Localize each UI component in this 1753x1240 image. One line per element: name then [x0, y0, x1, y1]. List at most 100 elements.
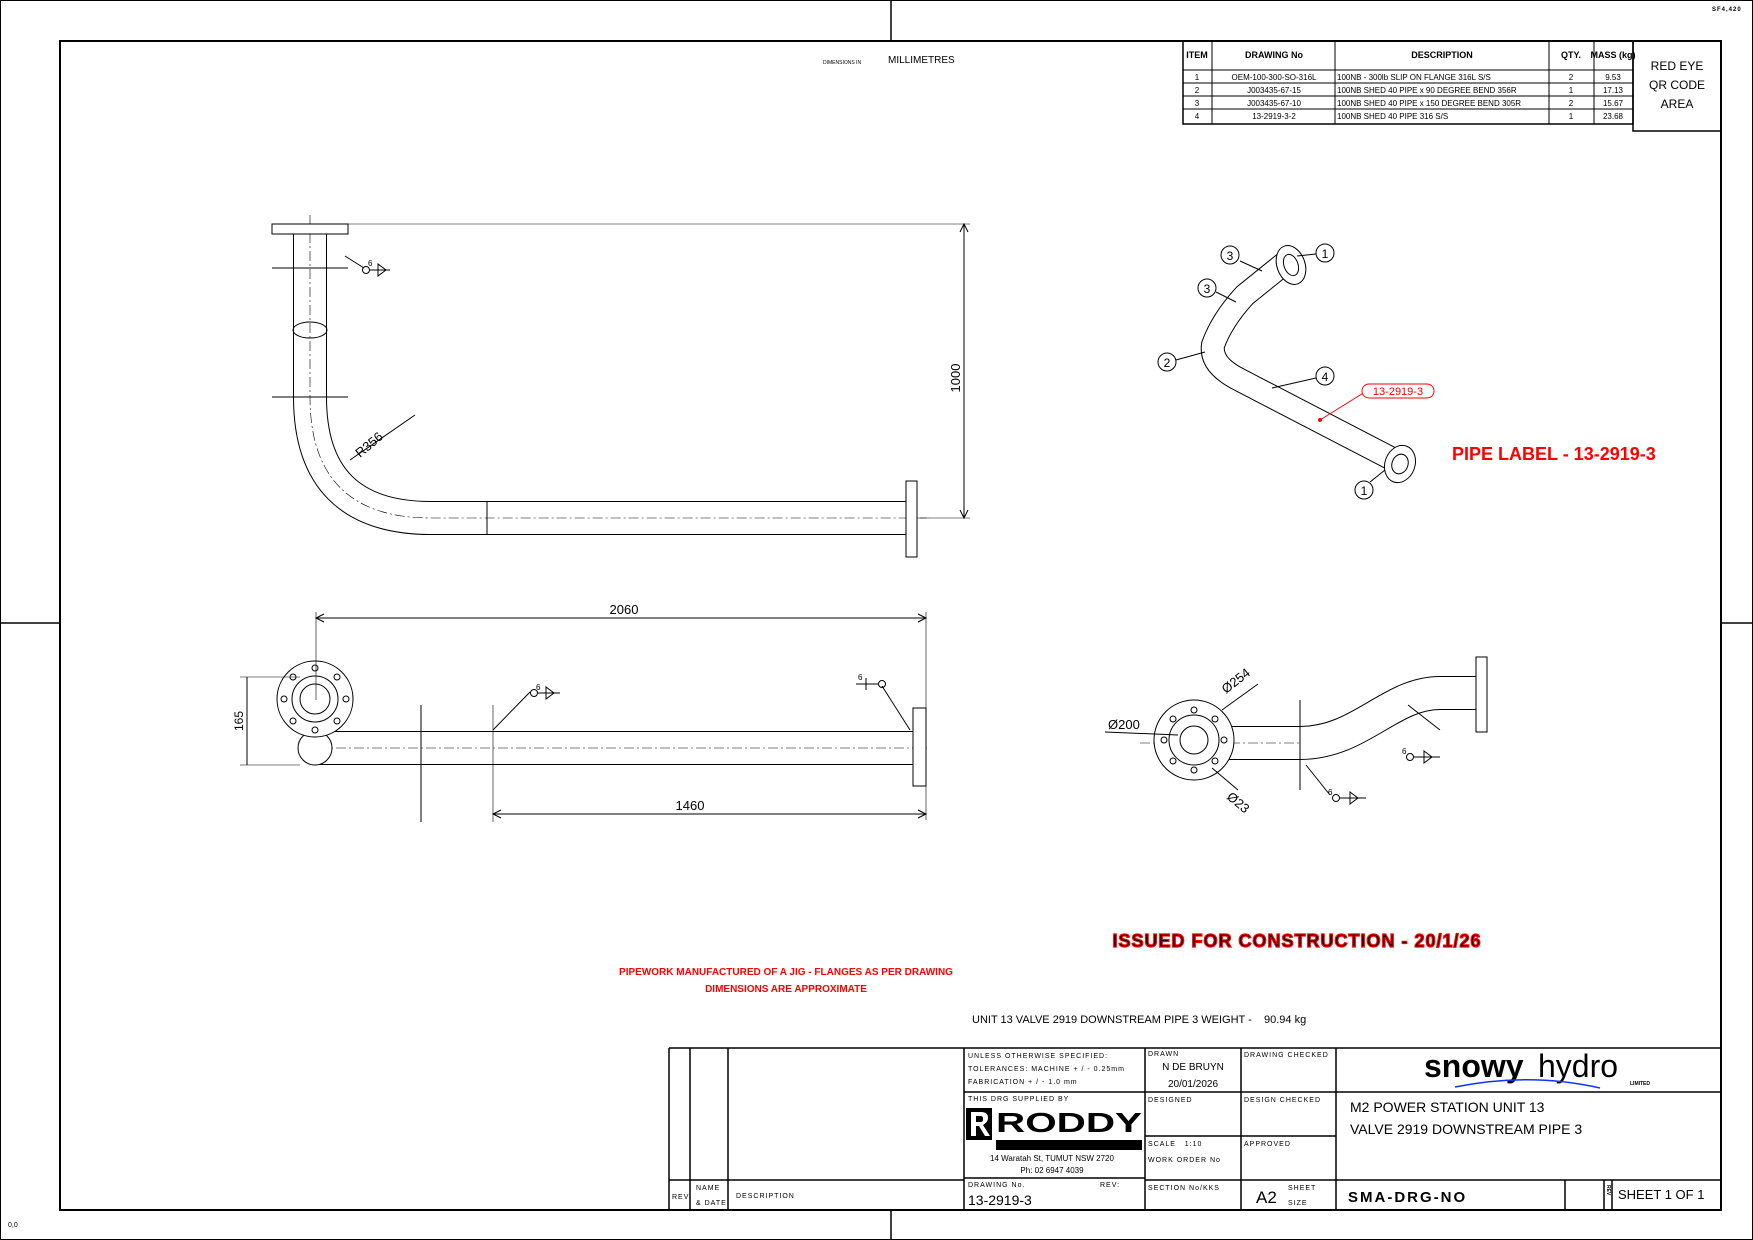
bom-table: ITEM DRAWING No DESCRIPTION QTY. MASS (k…	[1182, 40, 1722, 132]
side-dia-hole: Ø23	[1224, 789, 1252, 816]
top-height-dim: 1000	[948, 364, 963, 393]
iso-view: 3 3 2 4 1 1 13-2919-3	[1157, 243, 1435, 500]
bom-header-description: DESCRIPTION	[1411, 50, 1473, 60]
bom-header-mass: MASS (kg)	[1591, 50, 1636, 60]
client-drawing-no: SMA-DRG-NO	[1348, 1189, 1467, 1206]
iso-balloon-label: 3	[1227, 249, 1234, 263]
iso-pipe-tag: 13-2919-3	[1373, 386, 1423, 398]
issued-for-construction: ISSUED FOR CONSTRUCTION - 20/1/26	[1112, 931, 1481, 951]
sheet-of: SHEET 1 OF 1	[1618, 1187, 1704, 1202]
bom-cell-mass: 15.67	[1603, 99, 1624, 108]
front-straight-dim: 1460	[676, 798, 705, 813]
sheet-size: A2	[1256, 1188, 1277, 1207]
drawing-no-label: DRAWING No.	[968, 1182, 1025, 1189]
bom-header-qty: QTY.	[1561, 50, 1581, 60]
weight-note: UNIT 13 VALVE 2919 DOWNSTREAM PIPE 3 WEI…	[972, 1014, 1306, 1026]
roddy-logo: RODDY ENGINEERING	[966, 1107, 1142, 1150]
bom-cell-drawing-no: J003435-67-10	[1247, 99, 1301, 108]
section-label: SECTION No/KKS	[1148, 1185, 1220, 1192]
front-view: 6 6 2060 1460 165	[232, 602, 930, 822]
roddy-r-mark-icon	[966, 1108, 992, 1140]
date-label: & DATE	[696, 1200, 727, 1207]
work-order-label: WORK ORDER No	[1148, 1157, 1221, 1164]
drawn-label: DRAWN	[1148, 1051, 1179, 1058]
side-weld-size: 6	[1328, 788, 1333, 797]
iso-balloon-label: 1	[1322, 247, 1329, 261]
top-radius-dim: R356	[352, 429, 385, 460]
qr-area-line: QR CODE	[1649, 78, 1705, 92]
approved-label: APPROVED	[1244, 1141, 1291, 1148]
front-length-dim: 2060	[610, 602, 639, 617]
pipe-label-note: PIPE LABEL - 13-2919-3	[1452, 444, 1656, 464]
front-weld-size: 6	[858, 673, 863, 682]
supplied-by-label: THIS DRG SUPPLIED BY	[968, 1096, 1069, 1103]
bom-row: 1 OEM-100-300-SO-316L 100NB - 300lb SLIP…	[1195, 73, 1622, 82]
iso-balloon-label: 2	[1164, 356, 1171, 370]
name-label: NAME	[696, 1185, 720, 1192]
rev-vertical-label: REV	[1605, 1185, 1611, 1196]
bom-cell-item: 3	[1195, 99, 1200, 108]
bom-cell-description: 100NB SHED 40 PIPE x 150 DEGREE BEND 305…	[1337, 99, 1521, 108]
side-dia-pcd: Ø200	[1108, 717, 1140, 732]
bom-cell-drawing-no: OEM-100-300-SO-316L	[1232, 73, 1317, 82]
drawing-checked-label: DRAWING CHECKED	[1244, 1052, 1329, 1059]
front-weld-size: 6	[536, 683, 541, 692]
side-view: 6 6 Ø200 Ø254 Ø23	[1104, 656, 1488, 816]
iso-balloon-label: 3	[1204, 282, 1211, 296]
scale-label: SCALE 1:10	[1148, 1141, 1202, 1148]
designed-label: DESIGNED	[1148, 1097, 1193, 1104]
bom-cell-qty: 2	[1569, 73, 1574, 82]
tolerance-line: UNLESS OTHERWISE SPECIFIED:	[968, 1053, 1108, 1060]
title-line1: M2 POWER STATION UNIT 13	[1350, 1099, 1545, 1115]
drawing-no: 13-2919-3	[968, 1192, 1032, 1208]
iso-balloon-label: 4	[1322, 370, 1329, 384]
logo-limited: LIMITED	[1630, 1081, 1650, 1087]
drawn-by: N DE BRUYN	[1162, 1062, 1224, 1073]
sheet-size-label: SHEET	[1288, 1185, 1316, 1192]
bom-cell-mass: 9.53	[1605, 73, 1621, 82]
bom-cell-qty: 1	[1569, 86, 1574, 95]
bom-header-item: ITEM	[1186, 50, 1208, 60]
top-weld-size: 6	[368, 259, 373, 268]
snowy-logo-text: snowy	[1424, 1048, 1524, 1084]
bom-row: 4 13-2919-3-2 100NB SHED 40 PIPE 316 S/S…	[1195, 112, 1624, 121]
bom-row: 3 J003435-67-10 100NB SHED 40 PIPE x 150…	[1195, 99, 1624, 108]
bom-row: 2 J003435-67-15 100NB SHED 40 PIPE x 90 …	[1195, 86, 1624, 95]
design-checked-label: DESIGN CHECKED	[1244, 1097, 1321, 1104]
qr-area-line: RED EYE	[1651, 59, 1704, 73]
front-offset-dim: 165	[232, 711, 246, 731]
title-line2: VALVE 2919 DOWNSTREAM PIPE 3	[1350, 1121, 1582, 1137]
iso-balloon-label: 1	[1361, 484, 1368, 498]
drawn-date: 20/01/2026	[1168, 1079, 1218, 1090]
jig-note-line1: PIPEWORK MANUFACTURED OF A JIG - FLANGES…	[619, 967, 953, 978]
dimensions-in-label: DIMENSIONS IN	[823, 60, 861, 66]
bom-cell-description: 100NB SHED 40 PIPE 316 S/S	[1337, 112, 1448, 121]
bom-cell-item: 4	[1195, 112, 1200, 121]
supplier-address: 14 Waratah St, TUMUT NSW 2720	[990, 1154, 1114, 1163]
description-label: DESCRIPTION	[736, 1193, 795, 1200]
tolerance-line: FABRICATION + / - 1.0 mm	[968, 1079, 1078, 1086]
bom-cell-drawing-no: J003435-67-15	[1247, 86, 1301, 95]
bom-cell-description: 100NB SHED 40 PIPE x 90 DEGREE BEND 356R	[1337, 86, 1517, 95]
drawing-rev-label: REV:	[1100, 1182, 1120, 1189]
snowy-hydro-logo: snowy hydro LIMITED	[1424, 1048, 1650, 1089]
qr-area-line: AREA	[1661, 97, 1694, 111]
bom-cell-qty: 1	[1569, 112, 1574, 121]
units-label: MILLIMETRES	[888, 55, 955, 66]
tolerance-line: TOLERANCES: MACHINE + / - 0.25mm	[968, 1066, 1125, 1073]
bom-cell-description: 100NB - 300lb SLIP ON FLANGE 316L S/S	[1337, 73, 1491, 82]
jig-note-line2: DIMENSIONS ARE APPROXIMATE	[705, 984, 867, 995]
supplier-phone: Ph: 02 6947 4039	[1020, 1166, 1084, 1175]
title-block: REV NAME & DATE DESCRIPTION UNLESS OTHER…	[668, 1047, 1721, 1210]
bom-header-drawing-no: DRAWING No	[1245, 50, 1303, 60]
roddy-logo-main: RODDY	[996, 1107, 1142, 1138]
rev-label: REV	[672, 1194, 689, 1201]
side-weld-size: 6	[1402, 747, 1407, 756]
hydro-logo-text: hydro	[1538, 1048, 1618, 1084]
sheet-corner-code: SF4,420	[1712, 7, 1742, 13]
bom-cell-mass: 23.68	[1603, 112, 1624, 121]
bom-cell-item: 2	[1195, 86, 1200, 95]
sheet-size-label: SIZE	[1288, 1200, 1308, 1207]
top-view: R356 6 1000	[271, 215, 970, 558]
